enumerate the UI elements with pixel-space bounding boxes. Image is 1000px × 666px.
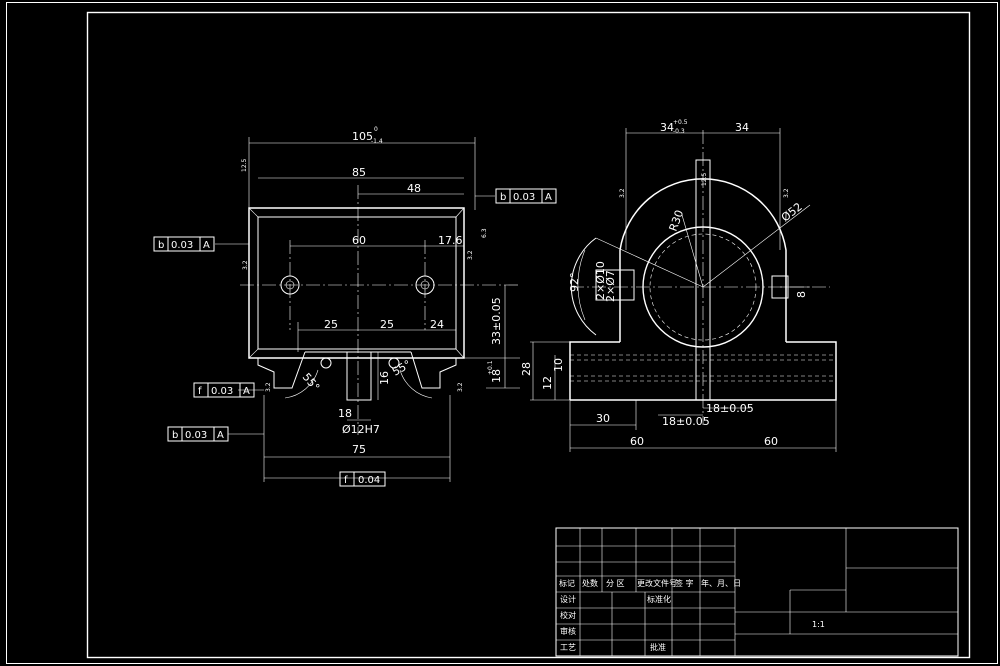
- svg-text:b: b: [172, 430, 178, 441]
- tb-mark-label: 标记: [559, 578, 575, 588]
- dim-slot-width: 18: [338, 407, 352, 420]
- svg-text:f: f: [198, 386, 202, 397]
- svg-text:0.03: 0.03: [211, 386, 233, 397]
- fcf-left: b 0.03 A: [153, 236, 215, 252]
- dim-hole-spacing: 60: [352, 234, 366, 247]
- svg-text:f: f: [344, 475, 348, 486]
- fcf-left-lower: f 0.03 A: [193, 382, 255, 398]
- roughness-label: 12.5: [701, 172, 708, 186]
- dim-offset-30: 30: [596, 412, 610, 425]
- fcf-left-bottom: b 0.03 A: [167, 426, 229, 442]
- svg-text:0.03: 0.03: [185, 430, 207, 441]
- roughness-label: 6.3: [481, 228, 488, 238]
- tb-process-label: 工艺: [560, 643, 576, 652]
- dim-pos-18-right: 18±0.05: [706, 402, 754, 415]
- title-block: 标记 处数 分 区 更改文件号 签 字 年、月、日 设计 标准化 校对 审核 工…: [555, 527, 959, 657]
- svg-text:A: A: [203, 240, 210, 251]
- dim-height-10: 10: [552, 358, 565, 372]
- dim-slot-diam: Ø12H7: [342, 423, 380, 436]
- dim-angle-right: 55°: [390, 358, 413, 379]
- side-view: [530, 128, 837, 452]
- tb-count-label: 处数: [582, 578, 598, 588]
- dim-height-16: 16: [378, 371, 391, 385]
- svg-text:A: A: [545, 192, 552, 203]
- svg-text:0.03: 0.03: [171, 240, 193, 251]
- dim-half-60-right: 60: [764, 435, 778, 448]
- dim-height-18-tol: +0.1: [487, 360, 494, 375]
- fcf-top: b 0.03 A: [495, 188, 557, 204]
- roughness-label: 3.2: [242, 260, 249, 270]
- dim-overall-width: 105: [352, 130, 373, 143]
- dim-left-34-tol-lower: -0.3: [673, 128, 685, 135]
- dim-right-34: 34: [735, 121, 749, 134]
- roughness-label: 3.2: [467, 250, 474, 260]
- svg-text:A: A: [243, 386, 250, 397]
- dim-left-34-tol-upper: +0.5: [673, 119, 688, 126]
- dim-width-24: 24: [430, 318, 444, 331]
- svg-text:0.03: 0.03: [513, 192, 535, 203]
- dim-height-12: 12: [541, 376, 554, 390]
- tb-approve-label: 批准: [650, 642, 666, 652]
- svg-text:b: b: [500, 192, 506, 203]
- dim-height-28: 28: [520, 362, 533, 376]
- dim-left-34: 34: [660, 121, 674, 134]
- dim-base-width: 75: [352, 443, 366, 456]
- tb-date-label: 年、月、日: [701, 578, 741, 588]
- dim-radius: R30: [667, 208, 687, 233]
- drawing-border: [6, 2, 998, 664]
- dim-gap-8: 8: [795, 291, 808, 298]
- svg-text:b: b: [158, 240, 164, 251]
- dim-width-85: 85: [352, 166, 366, 179]
- roughness-label: 12.5: [241, 158, 248, 172]
- front-view-dimensions: 105 0 -1.4 85 48 60 17.6 25 25 24 33±0.0…: [241, 126, 503, 456]
- dim-holes: 2×Ø10: [594, 261, 607, 300]
- dim-holes-2: 2×Ø7: [604, 270, 617, 302]
- dim-angle: 92°: [568, 273, 581, 293]
- dim-overall-width-tol-upper: 0: [374, 126, 378, 133]
- svg-text:0.04: 0.04: [358, 475, 380, 486]
- tb-sign-label: 签 字: [675, 578, 694, 588]
- tb-scale: 1:1: [812, 620, 825, 629]
- svg-text:A: A: [217, 430, 224, 441]
- dim-width-25-left: 25: [324, 318, 338, 331]
- tb-design-label: 设计: [560, 594, 576, 604]
- tb-review-label: 审核: [560, 626, 576, 636]
- dim-width-25-right: 25: [380, 318, 394, 331]
- dim-angle-left: 55°: [300, 371, 322, 394]
- dim-edge-17-6: 17.6: [438, 234, 463, 247]
- front-view: [215, 137, 520, 482]
- dim-height-33: 33±0.05: [490, 297, 503, 345]
- tb-change-doc-label: 更改文件号: [637, 578, 677, 588]
- dim-half-60-left: 60: [630, 435, 644, 448]
- tb-standardize-label: 标准化: [647, 594, 671, 604]
- fcf-bottom: f 0.04: [339, 471, 386, 487]
- roughness-label: 3.2: [783, 188, 790, 198]
- dim-overall-width-tol-lower: -1.4: [371, 138, 383, 145]
- dim-width-48: 48: [407, 182, 421, 195]
- side-view-dimensions: 34 +0.5 -0.3 34 R30 Ø52 92° 2×Ø10 2×Ø7 8…: [520, 119, 808, 448]
- roughness-label: 3.2: [457, 382, 464, 392]
- tb-proofread-label: 校对: [560, 610, 576, 620]
- roughness-label: 3.2: [619, 188, 626, 198]
- dim-pos-18-left: 18±0.05: [662, 415, 710, 428]
- dim-height-18: 18: [490, 369, 503, 383]
- dim-bore: Ø52: [779, 200, 805, 224]
- tb-zone-label: 分 区: [606, 579, 625, 588]
- roughness-label: 3.2: [265, 382, 272, 392]
